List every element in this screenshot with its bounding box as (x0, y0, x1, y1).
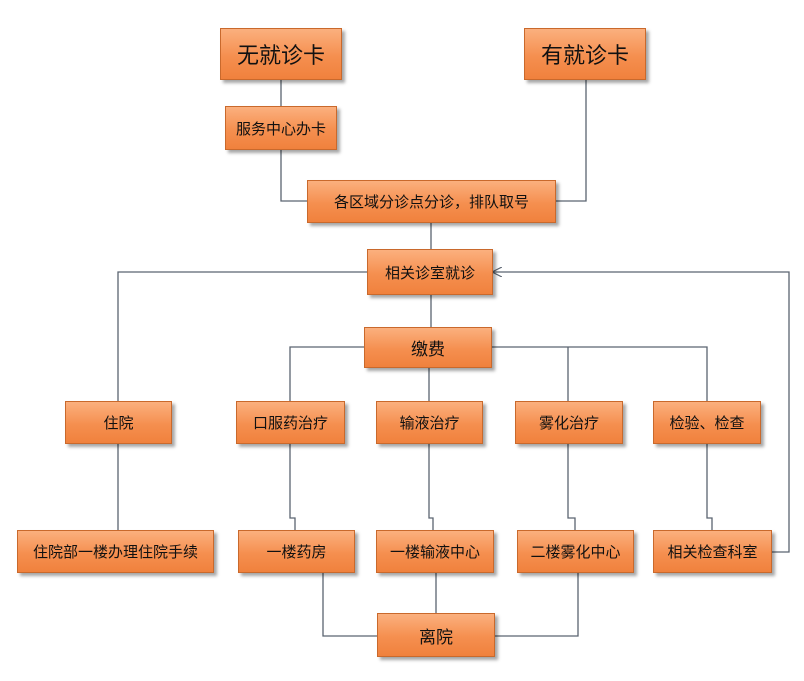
pharmacy-box: 一楼药房 (238, 530, 355, 573)
connector-infusion-center (428, 444, 434, 530)
discharge-box: 离院 (377, 613, 495, 657)
connector-payment-exam (492, 346, 708, 401)
exam-department-box: 相关检查科室 (653, 530, 772, 573)
triage-box: 各区域分诊点分诊，排队取号 (307, 180, 556, 223)
examination-box: 检验、检查 (653, 401, 761, 444)
connector-payment-oral (289, 346, 364, 401)
no-card-box: 无就诊卡 (220, 28, 342, 80)
connector-hascard-triage (556, 80, 587, 202)
nebulization-center-box: 二楼雾化中心 (517, 530, 634, 573)
hospitalization-box: 住院 (65, 401, 172, 444)
connector-exam-department (706, 444, 713, 530)
consult-room-box: 相关诊室就诊 (367, 249, 493, 295)
connector-pharmacy-discharge (322, 573, 377, 637)
connector-nebulization-center (567, 444, 576, 530)
infusion-center-box: 一楼输液中心 (376, 530, 494, 573)
has-card-box: 有就诊卡 (524, 28, 646, 80)
connector-exam-return (493, 272, 790, 553)
inpatient-procedure-box: 住院部一楼办理住院手续 (17, 530, 214, 573)
oral-medicine-box: 口服药治疗 (236, 401, 345, 444)
connector-nebulization-discharge (495, 573, 579, 637)
nebulization-therapy-box: 雾化治疗 (515, 401, 623, 444)
payment-box: 缴费 (364, 327, 492, 368)
connector-service-triage (280, 150, 307, 202)
connector-consult-hospital (117, 271, 367, 401)
connector-oral-pharmacy (289, 444, 296, 530)
infusion-therapy-box: 输液治疗 (376, 401, 483, 444)
service-center-box: 服务中心办卡 (225, 106, 337, 150)
